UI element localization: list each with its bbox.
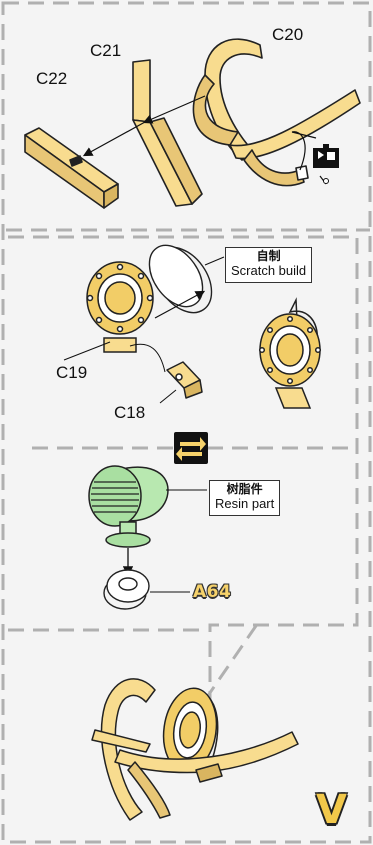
scratch-build-note: 自制 Scratch build [225,247,313,283]
alternative-swap-icon [174,432,208,464]
flange-assembly-preview [258,297,322,409]
label-c21: C21 [90,41,122,60]
resin-horn [88,465,169,548]
label-c22: C22 [36,69,68,88]
part-c20 [192,38,361,187]
part-a64 [103,569,150,610]
resin-part-en: Resin part [215,495,275,511]
reference-part-a64: A64 [193,582,232,602]
scratch-build-en: Scratch build [231,262,307,278]
step-mark: V [316,787,347,833]
part-c22 [24,127,119,209]
label-c19: C19 [56,363,88,382]
resin-part-zh: 树脂件 [226,482,263,496]
scratch-build-zh: 自制 [256,249,281,263]
part-c19 [86,261,154,353]
drill-hole-icon [313,144,339,184]
final-assembly [91,678,299,821]
resin-part-note: 树脂件 Resin part [209,480,281,516]
label-c18: C18 [114,403,146,422]
part-c18 [166,361,203,399]
part-c21 [132,59,203,207]
label-c20: C20 [272,25,304,44]
